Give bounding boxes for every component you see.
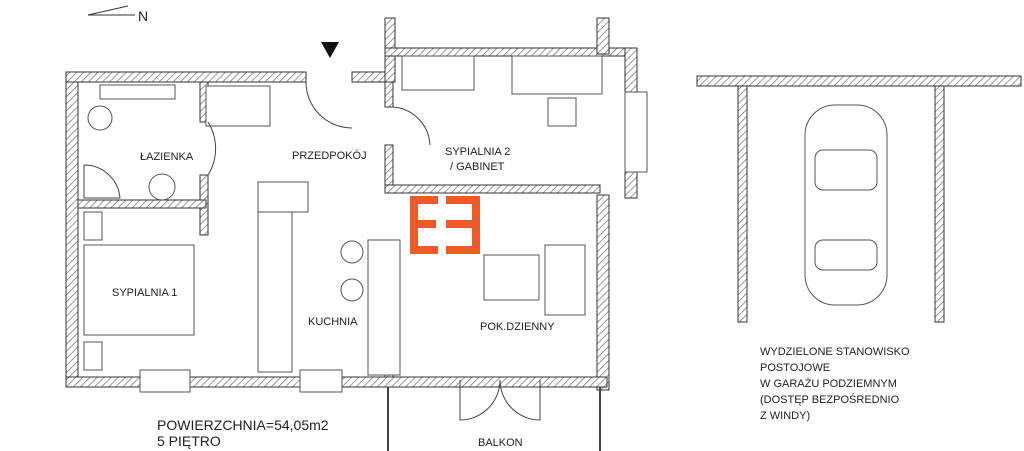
parking-description: WYDZIELONE STANOWISKO POSTOJOWE W GARAŻU… [760,346,910,422]
room-label-bedroom2: SYPIALNIA 2 [445,146,510,158]
furniture [83,55,603,376]
svg-text:POSTOJOWE: POSTOJOWE [760,362,830,374]
svg-text:Z WINDY): Z WINDY) [760,410,810,422]
watermark-logo [410,196,480,254]
north-arrow-icon: N [87,5,148,24]
room-label-bedroom1: SYPIALNIA 1 [112,287,177,299]
car-icon [804,104,888,306]
entrance-arrow-icon [321,42,339,58]
room-label-living: POK.DZIENNY [480,321,555,333]
room-label-balcony: BALKON [478,437,523,449]
svg-text:(DOSTĘP BEZPOŚREDNIO: (DOSTĘP BEZPOŚREDNIO [760,393,900,406]
room-label-kitchen: KUCHNIA [308,316,358,328]
room-label-bedroom2-sub: / GABINET [450,161,505,173]
room-label-hall: PRZEDPOKÓJ [292,149,367,162]
north-label: N [138,8,148,24]
svg-text:WYDZIELONE STANOWISKO: WYDZIELONE STANOWISKO [760,346,910,358]
floor-info: 5 PIĘTRO [157,433,221,449]
balcony [387,379,601,451]
parking-space [696,75,1022,323]
area-info: POWIERZCHNIA=54,05m2 [157,417,329,433]
svg-text:W GARAŻU PODZIEMNYM: W GARAŻU PODZIEMNYM [760,377,897,390]
room-label-bathroom: ŁAZIENKA [140,151,194,163]
windows [139,91,648,393]
